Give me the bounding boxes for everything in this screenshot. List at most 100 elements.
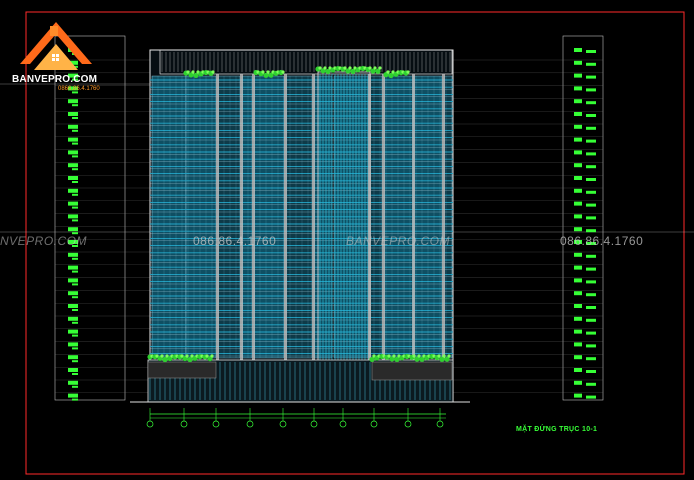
greenery (281, 70, 285, 74)
level-mark-right (574, 86, 582, 91)
greenery (386, 70, 390, 74)
greenery (165, 354, 169, 358)
level-mark-right (574, 329, 582, 334)
grid-bubble (436, 420, 444, 428)
level-mark-left-sub (72, 129, 78, 132)
greenery (205, 354, 209, 358)
greenery (391, 70, 395, 74)
facade-pier (412, 74, 415, 362)
level-mark-left (68, 278, 78, 283)
facade-pier (284, 74, 287, 362)
level-mark-right-sub (586, 88, 596, 92)
logo: BANVEPRO.COM 0866.86.4.1760 (10, 12, 102, 92)
level-mark-right-sub (586, 62, 596, 66)
level-mark-right (574, 265, 582, 270)
level-mark-right-sub (586, 229, 596, 233)
level-mark-left (68, 137, 78, 142)
greenery (378, 66, 382, 70)
greenery (180, 354, 184, 358)
level-mark-right (574, 227, 582, 232)
level-mark-left (68, 265, 78, 270)
level-mark-left-sub (72, 104, 78, 107)
level-mark-left (68, 291, 78, 296)
level-mark-right-sub (586, 344, 596, 348)
level-mark-right (574, 188, 582, 193)
facade-pier (442, 74, 445, 362)
greenery (318, 66, 322, 70)
grid-bubble (339, 420, 347, 428)
level-mark-right-sub (586, 165, 596, 169)
level-mark-right (574, 201, 582, 206)
level-mark-right-sub (586, 293, 596, 297)
level-mark-right (574, 368, 582, 372)
grid-bubble (404, 420, 412, 428)
greenery (373, 66, 377, 70)
level-mark-left (68, 124, 78, 129)
level-mark-left (68, 355, 78, 360)
grid-bubble (146, 420, 154, 428)
logo-brand-text: BANVEPRO.COM (12, 74, 98, 85)
level-mark-right-sub (586, 318, 596, 322)
grid-bubble (212, 420, 220, 428)
podium-canopy-right (371, 361, 453, 381)
greenery (447, 354, 451, 358)
level-mark-left-sub (72, 283, 78, 286)
greenery (406, 70, 410, 74)
greenery (325, 68, 331, 75)
watermark-brand-center: BANVEPRO.COM (346, 234, 451, 248)
level-mark-left-sub (72, 78, 78, 81)
level-mark-right-sub (586, 203, 596, 207)
level-mark-right-sub (586, 190, 596, 194)
grid-bubble (180, 420, 188, 428)
level-mark-left-sub (72, 245, 78, 247)
greenery (375, 68, 381, 74)
level-mark-left-sub (72, 155, 78, 158)
level-mark-right (574, 48, 582, 52)
greenery (348, 66, 352, 70)
level-mark-left (68, 342, 78, 347)
greenery (350, 68, 356, 74)
greenery (412, 354, 416, 358)
house-roof-icon (20, 22, 92, 70)
greenery (210, 354, 214, 358)
drawing-title: MẶT ĐỨNG TRỤC 10-1 (516, 426, 598, 433)
greenery (162, 356, 168, 363)
facade-pier (368, 74, 371, 362)
podium-canopy-left (147, 361, 217, 379)
greenery (392, 354, 396, 358)
level-mark-right-sub (586, 382, 596, 386)
level-mark-left-sub (72, 257, 78, 260)
level-mark-left (68, 240, 78, 244)
level-mark-left (68, 252, 78, 257)
greenery (188, 72, 194, 78)
level-mark-right (574, 393, 582, 398)
greenery (417, 354, 421, 358)
greenery (387, 354, 391, 358)
level-mark-right-sub (586, 242, 596, 245)
level-mark-right-sub (586, 114, 596, 117)
level-mark-right (574, 316, 582, 321)
greenery (190, 354, 194, 358)
level-mark-right-sub (586, 306, 596, 309)
level-mark-right-sub (586, 267, 596, 271)
level-mark-left (68, 99, 78, 104)
level-mark-left (68, 227, 78, 232)
greenery (261, 70, 265, 74)
level-mark-right (574, 252, 582, 257)
greenery (368, 66, 372, 70)
rooftop-crown (159, 49, 453, 75)
level-mark-left (68, 150, 78, 155)
grid-bubble (279, 420, 287, 428)
greenery (437, 354, 441, 358)
level-mark-left-sub (72, 117, 78, 119)
facade-pier (312, 74, 315, 362)
greenery (323, 66, 327, 70)
level-mark-right (574, 214, 582, 219)
greenery (442, 354, 446, 358)
watermark-phone-left: 086.86.4.1760 (193, 234, 277, 248)
level-mark-right-sub (586, 254, 596, 258)
level-mark-right-sub (586, 395, 596, 399)
level-mark-left-sub (72, 347, 78, 350)
